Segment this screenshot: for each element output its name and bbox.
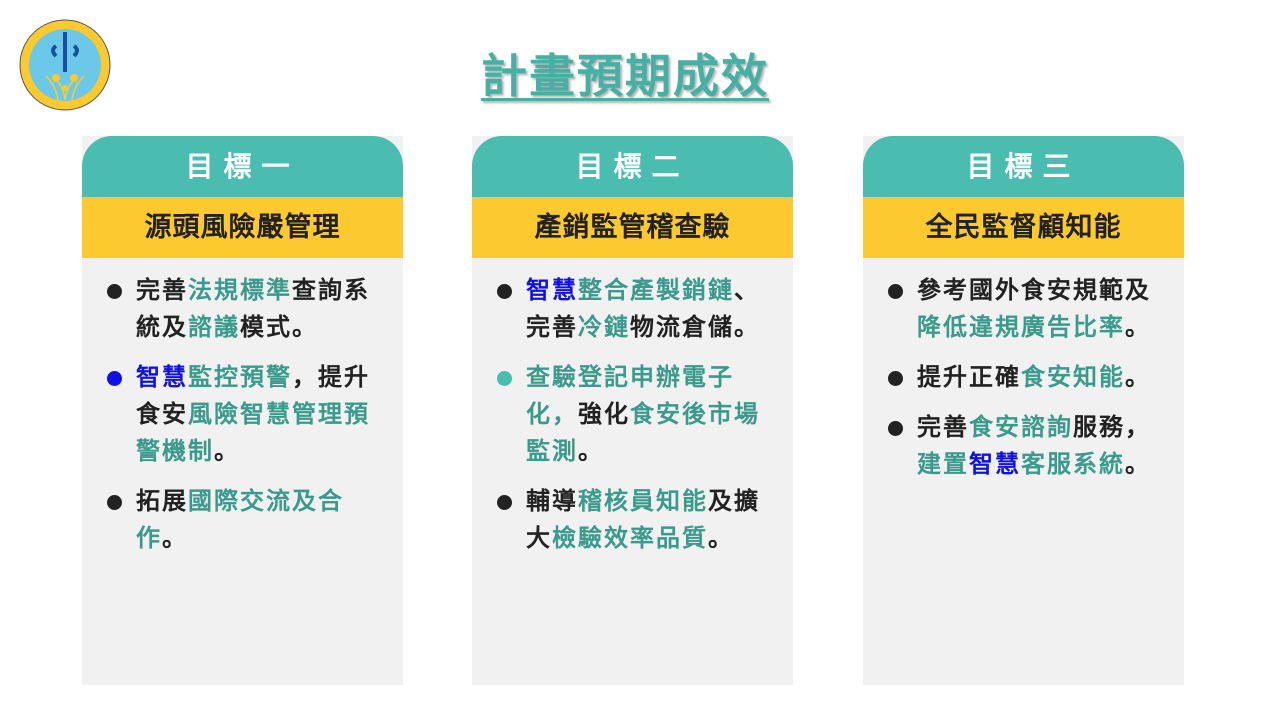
list-item: 輔導稽核員知能及擴大檢驗效率品質。 — [497, 483, 765, 557]
ministry-logo — [19, 19, 111, 111]
text-segment: 。 — [708, 524, 734, 552]
text-segment: 智慧 — [969, 450, 1021, 478]
text-segment: 拓展 — [136, 487, 188, 515]
text-segment: 食安後市場監測 — [526, 400, 760, 465]
list-item: 完善食安諮詢服務， 建置智慧客服系統。 — [888, 409, 1156, 483]
bullet-icon — [107, 495, 122, 510]
bullet-icon — [107, 371, 122, 386]
bullet-icon — [888, 284, 903, 299]
text-segment: 食安諮詢 — [969, 413, 1073, 441]
text-segment: 完善 — [136, 276, 188, 304]
text-segment: 建置 — [917, 450, 969, 478]
text-segment: 法規標準 — [188, 276, 292, 304]
text-segment: 模式。 — [240, 313, 318, 341]
text-segment: 冷鏈 — [578, 313, 630, 341]
goal-header: 目標二 — [472, 136, 793, 197]
list-item: 完善法規標準查詢系統及諮議模式。 — [107, 272, 375, 346]
text-segment: 及擴大 — [526, 487, 760, 552]
text-segment: 。 — [1125, 363, 1151, 391]
goal-subtitle: 產銷監管稽查驗 — [472, 197, 793, 258]
text-segment: 服務， — [1073, 413, 1151, 441]
text-segment: ，提升食安 — [136, 363, 370, 428]
text-segment: 智慧 — [136, 363, 188, 391]
text-segment: 客服系統 — [1021, 450, 1125, 478]
goal-card: 目標三 全民監督顧知能 參考國外食安規範及降低違規廣告比率。提升正確食安知能。完… — [863, 136, 1184, 685]
text-segment: 風險智慧管理預警機制 — [136, 400, 370, 465]
text-segment: 查驗登記申辦電子化， — [526, 363, 734, 428]
text-segment: 稽核員知能 — [578, 487, 708, 515]
text-segment: 國際交流及合作 — [136, 487, 344, 552]
text-segment: 食安知能 — [1021, 363, 1125, 391]
text-segment: 檢驗效率品質 — [552, 524, 708, 552]
text-segment: 提升正確 — [917, 363, 1021, 391]
goal-card: 目標二 產銷監管稽查驗 智慧整合產製銷鏈、完善冷鏈物流倉儲。查驗登記申辦電子化，… — [472, 136, 793, 685]
text-segment: 。 — [1125, 450, 1151, 478]
text-segment: 智慧 — [526, 276, 578, 304]
bullet-icon — [497, 284, 512, 299]
goal-subtitle: 全民監督顧知能 — [863, 197, 1184, 258]
text-segment: 。 — [1125, 313, 1151, 341]
text-segment: 、完善 — [526, 276, 760, 341]
goal-list: 智慧整合產製銷鏈、完善冷鏈物流倉儲。查驗登記申辦電子化，強化食安後市場監測。輔導… — [472, 258, 793, 557]
goal-subtitle: 源頭風險嚴管理 — [82, 197, 403, 258]
bullet-icon — [497, 495, 512, 510]
text-segment: 。 — [578, 437, 604, 465]
text-segment: 監控預警 — [188, 363, 292, 391]
text-segment: 輔導 — [526, 487, 578, 515]
text-segment: 查詢系統及 — [136, 276, 370, 341]
list-item: 拓展國際交流及合作。 — [107, 483, 375, 557]
bullet-icon — [107, 284, 122, 299]
list-item: 智慧監控預警，提升食安風險智慧管理預警機制。 — [107, 359, 375, 470]
page-title: 計畫預期成效 — [481, 49, 769, 103]
text-segment: 。 — [162, 524, 188, 552]
goal-list: 完善法規標準查詢系統及諮議模式。智慧監控預警，提升食安風險智慧管理預警機制。拓展… — [82, 258, 403, 557]
list-item: 智慧整合產製銷鏈、完善冷鏈物流倉儲。 — [497, 272, 765, 346]
text-segment: 完善 — [917, 413, 969, 441]
text-segment: 參考國外食安規範及 — [917, 276, 1151, 304]
bullet-icon — [888, 371, 903, 386]
text-segment: 整合產製銷鏈 — [578, 276, 734, 304]
goal-header: 目標一 — [82, 136, 403, 197]
text-segment: 降低違規廣告比率 — [917, 313, 1125, 341]
goal-card: 目標一 源頭風險嚴管理 完善法規標準查詢系統及諮議模式。智慧監控預警，提升食安風… — [82, 136, 403, 685]
goal-header: 目標三 — [863, 136, 1184, 197]
text-segment: 強化 — [578, 400, 630, 428]
list-item: 提升正確食安知能。 — [888, 359, 1156, 396]
goal-list: 參考國外食安規範及降低違規廣告比率。提升正確食安知能。完善食安諮詢服務，建置智慧… — [863, 258, 1184, 483]
bullet-icon — [888, 421, 903, 436]
bullet-icon — [497, 371, 512, 386]
text-segment: 物流倉儲。 — [630, 313, 760, 341]
text-segment: 。 — [214, 437, 240, 465]
text-segment: 諮議 — [188, 313, 240, 341]
list-item: 參考國外食安規範及降低違規廣告比率。 — [888, 272, 1156, 346]
list-item: 查驗登記申辦電子化，強化食安後市場監測。 — [497, 359, 765, 470]
